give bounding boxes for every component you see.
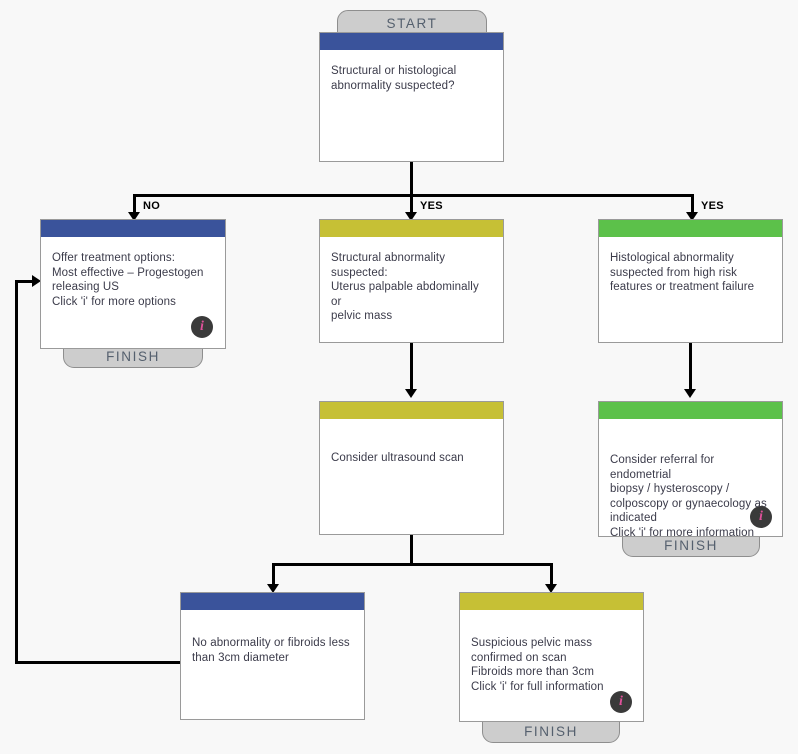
node-root-accent-bar (320, 33, 503, 50)
node-referral-text: Consider referral for endometrial biopsy… (610, 454, 767, 539)
node-no-abnormality-accent-bar (181, 593, 364, 610)
arrowhead-suspicious (545, 584, 557, 593)
connector-yes-right-drop (691, 194, 694, 215)
connector-top-bus (133, 194, 694, 197)
node-suspicious[interactable]: Suspicious pelvic mass confirmed on scan… (459, 592, 644, 722)
arrowhead-feedback (32, 275, 41, 287)
node-ultrasound-text: Consider ultrasound scan (331, 452, 464, 464)
connector-no-drop (133, 194, 136, 215)
connector-no-abnormality-drop (272, 563, 275, 587)
branch-label-no: NO (143, 200, 161, 212)
node-referral[interactable]: Consider referral for endometrial biopsy… (598, 401, 783, 539)
node-histological-text: Histological abnormality suspected from … (610, 252, 755, 293)
connector-structural-to-ultrasound (410, 343, 413, 391)
branch-label-yes-right: YES (701, 200, 724, 212)
node-structural-text: Structural abnormality suspected: Uterus… (331, 252, 479, 322)
node-referral-accent-bar (599, 402, 782, 419)
arrowhead-yes-right (686, 212, 698, 221)
arrowhead-ultrasound (405, 389, 417, 398)
node-ultrasound-accent-bar (320, 402, 503, 419)
arrowhead-no (128, 212, 140, 221)
connector-lower-bus (272, 563, 553, 566)
node-no-branch[interactable]: Offer treatment options: Most effective … (40, 219, 226, 349)
node-histological[interactable]: Histological abnormality suspected from … (598, 219, 783, 343)
connector-histological-to-referral (689, 343, 692, 391)
connector-feedback-left (15, 280, 18, 664)
connector-yes-middle-drop (410, 194, 413, 215)
connector-ultrasound-stem (410, 535, 413, 566)
arrowhead-yes-middle (405, 212, 417, 221)
connector-suspicious-drop (550, 563, 553, 587)
connector-feedback-bottom (15, 661, 182, 664)
node-no-abnormality-text: No abnormality or fibroids less than 3cm… (192, 637, 350, 664)
node-ultrasound[interactable]: Consider ultrasound scan (319, 401, 504, 535)
node-structural-accent-bar (320, 220, 503, 237)
node-suspicious-accent-bar (460, 593, 643, 610)
node-root-text: Structural or histological abnormality s… (331, 65, 457, 92)
info-icon[interactable]: i (191, 316, 213, 338)
info-icon[interactable]: i (750, 506, 772, 528)
arrowhead-no-abnormality (267, 584, 279, 593)
info-icon[interactable]: i (610, 691, 632, 713)
node-no-branch-text: Offer treatment options: Most effective … (52, 252, 204, 308)
connector-feedback-top (15, 280, 35, 283)
branch-label-yes-middle: YES (420, 200, 443, 212)
connector-root-stem (410, 162, 413, 196)
node-suspicious-text: Suspicious pelvic mass confirmed on scan… (471, 637, 604, 693)
node-histological-accent-bar (599, 220, 782, 237)
node-no-branch-accent-bar (41, 220, 225, 237)
node-no-abnormality[interactable]: No abnormality or fibroids less than 3cm… (180, 592, 365, 720)
arrowhead-referral (684, 389, 696, 398)
node-structural[interactable]: Structural abnormality suspected: Uterus… (319, 219, 504, 343)
node-root[interactable]: Structural or histological abnormality s… (319, 32, 504, 162)
